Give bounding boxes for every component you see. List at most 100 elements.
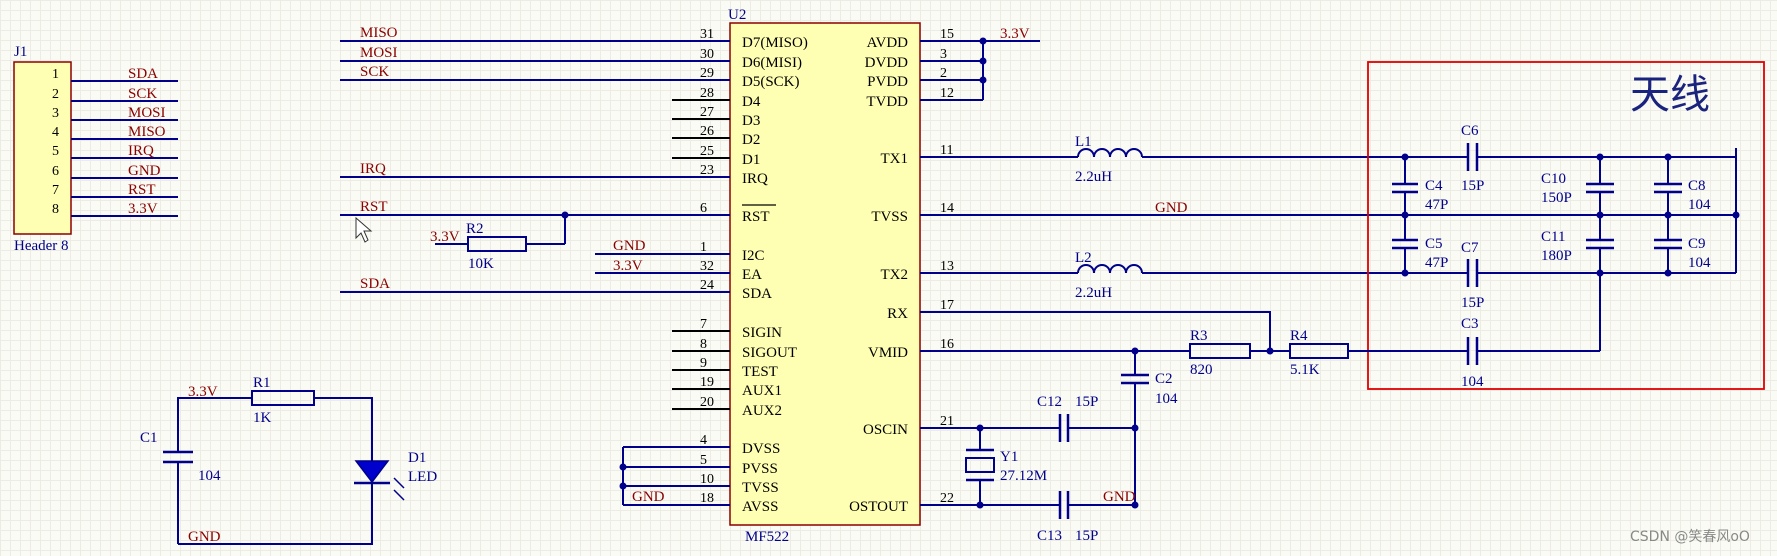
c7-value: 15P: [1461, 295, 1484, 311]
ic-left-pin-signal: SIGIN: [742, 325, 782, 341]
l2-value: 2.2uH: [1075, 285, 1112, 301]
ic-left-pin-number: 20: [700, 395, 714, 410]
header-pin-net: 3.3V: [128, 201, 158, 217]
l1-value: 2.2uH: [1075, 169, 1112, 185]
c6-ref: C6: [1461, 123, 1479, 139]
c5-value: 47P: [1425, 255, 1448, 271]
ic-right-pin-signal: DVDD: [865, 55, 908, 71]
header-ref: J1: [14, 44, 27, 60]
ic-left-pin-number: 28: [700, 86, 714, 101]
c3-value: 104: [1461, 374, 1484, 390]
net-sda: SDA: [360, 276, 390, 292]
ic-left-pin-number: 4: [700, 433, 707, 448]
r2-ref: R2: [466, 221, 484, 237]
l2-ref: L2: [1075, 250, 1092, 266]
ic-left-pin-number: 8: [700, 337, 707, 352]
power-wires: 3.3V: [920, 26, 1040, 101]
ic-left-pin-signal: D6(MISI): [742, 55, 802, 71]
c3-ref: C3: [1461, 316, 1479, 332]
net-ea-33v: 3.3V: [613, 258, 643, 274]
avdd-net: 3.3V: [1000, 26, 1030, 42]
header-pin-net: GND: [128, 163, 161, 179]
header-pin-net: MISO: [128, 124, 166, 140]
ic-right-pin-signal: VMID: [868, 345, 908, 361]
ic-right-pin-number: 16: [940, 337, 954, 352]
ic-left-pin-number: 6: [700, 201, 707, 216]
c1-value: 104: [198, 468, 221, 484]
c10-ref: C10: [1541, 171, 1566, 187]
header-name: Header 8: [14, 238, 69, 254]
ic-left-pin-signal: D7(MISO): [742, 35, 808, 51]
d1-value: LED: [408, 469, 437, 485]
ic-left-pin-number: 31: [700, 27, 714, 42]
inductor-l2: [1077, 264, 1143, 274]
y1-value: 27.12M: [1000, 468, 1047, 484]
rf-filter: L1 2.2uH L2 2.2uH GND C4 47P C5 47P C6 1…: [920, 123, 1740, 351]
ic-left-pin-number: 5: [700, 453, 707, 468]
net-mosi: MOSI: [360, 45, 398, 61]
ic-left-pin-signal: AUX2: [742, 403, 782, 419]
c8-value: 104: [1688, 197, 1711, 213]
crystal-circuit: Y1 27.12M C12 15P C13 15P GND: [920, 394, 1139, 544]
c11-ref: C11: [1541, 229, 1565, 245]
ic-left-pin-number: 7: [700, 317, 707, 332]
header-pin-number: 7: [52, 183, 59, 198]
ic-left-pin-number: 32: [700, 259, 714, 274]
ic-left-pin-number: 23: [700, 163, 714, 178]
ic-right-pin-number: 17: [940, 298, 954, 313]
ic-left-pin-signal: IRQ: [742, 171, 768, 187]
ic-right-pin-signal: PVDD: [867, 74, 908, 90]
c1-net: GND: [188, 529, 221, 545]
net-rst: RST: [360, 199, 388, 215]
header-body: [13, 61, 72, 235]
c11-value: 180P: [1541, 248, 1572, 264]
header-pin-number: 6: [52, 164, 59, 179]
ic-left-pin-signal: D2: [742, 132, 760, 148]
ic-left-pin-number: 26: [700, 124, 714, 139]
net-miso: MISO: [360, 25, 398, 41]
ic-left-pin-number: 25: [700, 144, 714, 159]
header-pin-net: SDA: [128, 66, 158, 82]
ic-left-pin-signal: D1: [742, 152, 760, 168]
ic-u2: U2 MF522 31D7(MISO)30D6(MISI)29D5(SCK)28…: [672, 7, 955, 545]
c13-value: 15P: [1075, 528, 1098, 544]
c2-ref: C2: [1155, 371, 1173, 387]
ic-right-pin-number: 15: [940, 27, 954, 42]
ic-left-pin-signal: D5(SCK): [742, 74, 800, 90]
c7-ref: C7: [1461, 240, 1479, 256]
header-pin-number: 5: [52, 144, 59, 159]
net-sck: SCK: [360, 64, 389, 80]
ic-left-pin-signal: SDA: [742, 286, 772, 302]
ic-left-pin-signal: D4: [742, 94, 761, 110]
header-pin-net: SCK: [128, 86, 157, 102]
ic-left-pin-number: 18: [700, 491, 714, 506]
c4-ref: C4: [1425, 178, 1443, 194]
ic-left-pin-signal: TEST: [742, 364, 778, 380]
c12-value: 15P: [1075, 394, 1098, 410]
header-pin-net: RST: [128, 182, 156, 198]
c1-ref: C1: [140, 430, 158, 446]
antenna-box: [1367, 61, 1765, 390]
r4-value: 5.1K: [1290, 362, 1320, 378]
ic-ref: U2: [728, 7, 746, 23]
r4-ref: R4: [1290, 328, 1308, 344]
header-pin-net: IRQ: [128, 143, 154, 159]
ic-left-pin-signal: AUX1: [742, 383, 782, 399]
ic-right-pin-signal: OSTOUT: [849, 499, 908, 515]
r2-value: 10K: [468, 256, 494, 272]
ic-right-pin-number: 21: [940, 414, 954, 429]
d1-ref: D1: [408, 450, 426, 466]
c4-value: 47P: [1425, 197, 1448, 213]
l1-ref: L1: [1075, 134, 1092, 150]
header-pin-net: MOSI: [128, 105, 166, 121]
ic-right-pin-number: 3: [940, 47, 947, 62]
c5-ref: C5: [1425, 236, 1443, 252]
tvss-net: GND: [1155, 200, 1188, 216]
r3-value: 820: [1190, 362, 1213, 378]
c8-ref: C8: [1688, 178, 1706, 194]
ic-left-pin-signal: PVSS: [742, 461, 778, 477]
ic-right-pin-number: 11: [940, 143, 953, 158]
header-pin-number: 3: [52, 106, 59, 121]
